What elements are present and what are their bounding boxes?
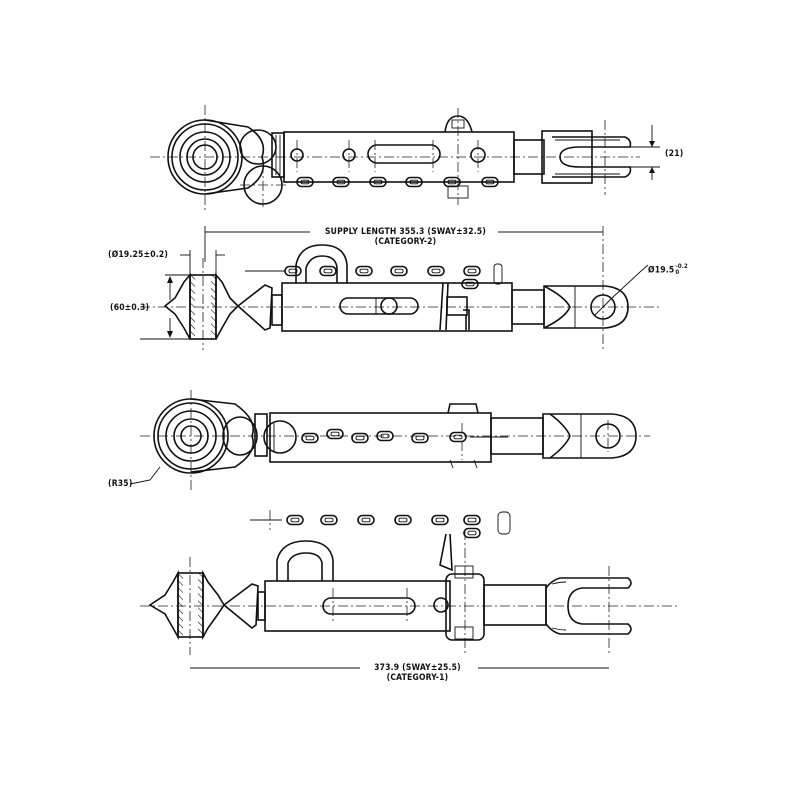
supply-length-cat2-label: SUPPLY LENGTH 355.3 (SWAY±32.5) — [324, 227, 487, 237]
ball-width-dimension: (60±0.3) — [110, 303, 150, 313]
category-1-label: (CATEGORY-1) — [386, 673, 449, 683]
view-2-side-section-cat2 — [140, 226, 660, 350]
view-4-side-section-cat1 — [140, 510, 680, 669]
view-1-top-link-cat2 — [150, 105, 660, 210]
ball-radius-dimension: (R35) — [108, 479, 133, 489]
category-2-label: (CATEGORY-2) — [374, 237, 437, 247]
eye-diameter-value: Ø19.5 — [648, 265, 675, 276]
supply-length-cat1-label: 373.9 (SWAY±25.5) — [374, 663, 461, 673]
fork-gap-dimension: (21) — [665, 149, 684, 159]
eye-diameter-tol-upper: -0.2 — [675, 263, 688, 270]
eye-diameter-tol-lower: 0 — [675, 269, 680, 276]
ball-bore-diameter-dimension: (Ø19.25±0.2) — [108, 250, 169, 260]
view-3-top-link-cat1 — [129, 390, 650, 490]
